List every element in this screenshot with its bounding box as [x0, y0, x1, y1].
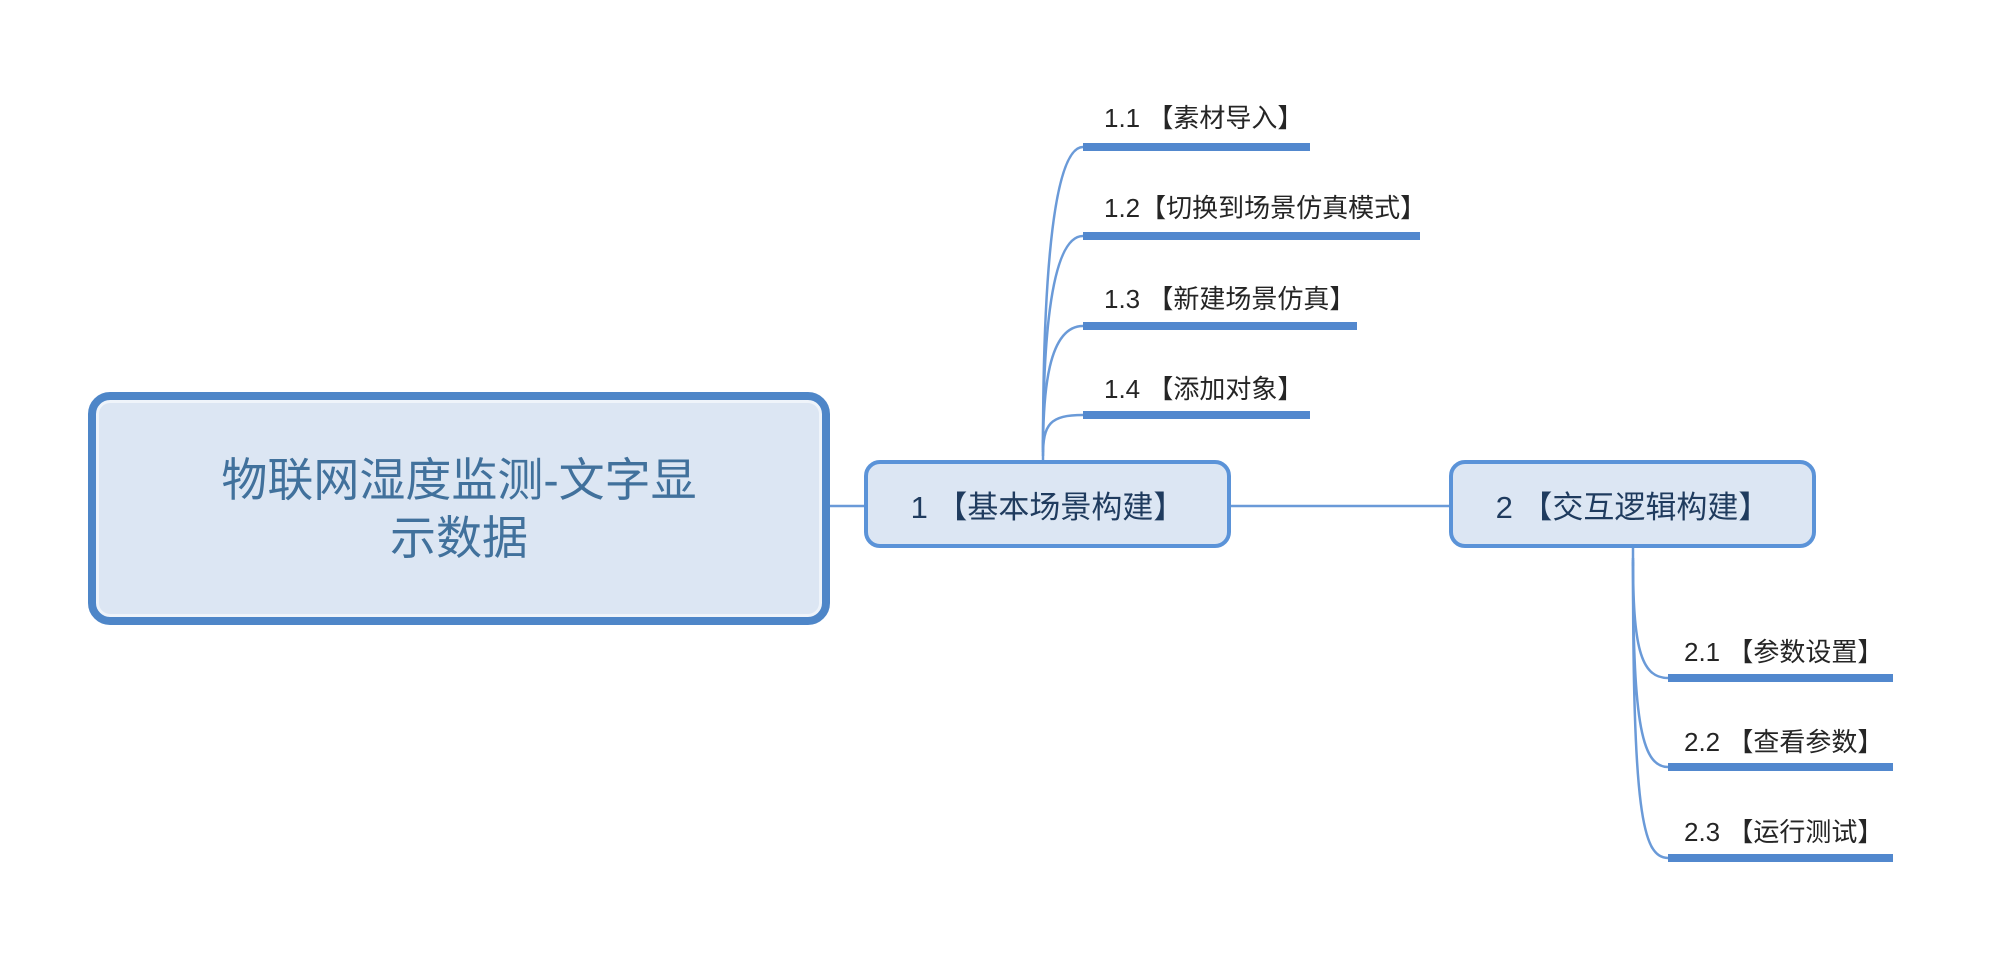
subtopic-2-1[interactable]: 2.1 【参数设置】	[1684, 637, 1884, 667]
connector-branch2-child3	[1631, 561, 1669, 860]
connector-branch1-child3	[1041, 324, 1084, 453]
subtopic-2-2[interactable]: 2.2 【查看参数】	[1684, 727, 1884, 757]
main-topic-1[interactable]: 1 【基本场景构建】	[864, 460, 1231, 548]
main-topic-2-label: 2 【交互逻辑构建】	[1495, 489, 1770, 525]
main-topic-2[interactable]: 2 【交互逻辑构建】	[1449, 460, 1816, 548]
subtopic-1-1[interactable]: 1.1 【素材导入】	[1104, 103, 1304, 133]
subtopic-2-3[interactable]: 2.3 【运行测试】	[1684, 817, 1884, 847]
root-topic[interactable]: 物联网湿度监测-文字显 示数据	[88, 392, 830, 625]
root-topic-title-line1: 物联网湿度监测-文字显	[221, 453, 697, 506]
root-topic-title-line2: 示数据	[389, 511, 528, 564]
connector-branch2-child1	[1631, 557, 1669, 680]
main-topic-1-label: 1 【基本场景构建】	[910, 489, 1185, 525]
subtopic-1-2[interactable]: 1.2【切换到场景仿真模式】	[1104, 193, 1427, 223]
connector-branch1-child4	[1041, 413, 1084, 457]
connector-branch2-child2	[1631, 559, 1669, 769]
subtopic-1-3[interactable]: 1.3 【新建场景仿真】	[1104, 284, 1356, 314]
root-topic-title: 物联网湿度监测-文字显 示数据	[221, 451, 696, 567]
connector-branch1-child1	[1041, 145, 1084, 449]
subtopic-1-4[interactable]: 1.4 【添加对象】	[1104, 374, 1304, 404]
